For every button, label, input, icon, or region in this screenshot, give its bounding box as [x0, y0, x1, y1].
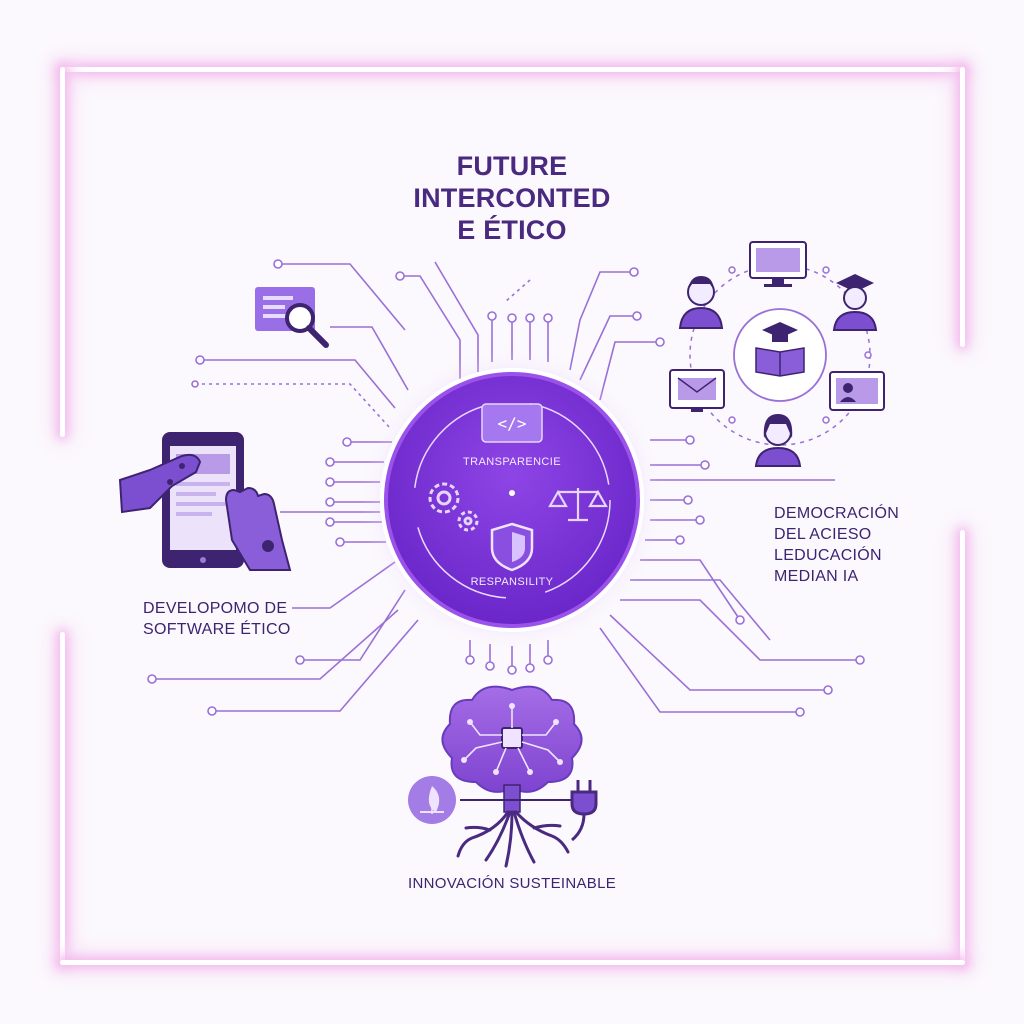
software-node-label: DEVELOPOMO DE SOFTWARE ÉTICO	[143, 598, 291, 640]
title-line-1: FUTURE	[456, 151, 568, 181]
software-label-line-2: SOFTWARE ÉTICO	[143, 621, 291, 638]
frame-right-lower	[960, 530, 965, 965]
education-label-line-2: DEL ACIESO	[774, 526, 872, 543]
frame-left-upper	[60, 67, 65, 437]
hub-transparency-label: TRANSPARENCIE	[463, 456, 561, 468]
education-label-line-1: DEMOCRACIÓN	[774, 505, 900, 522]
circuit-dots	[147, 259, 865, 717]
student-female-icon	[754, 414, 802, 467]
hub-responsibility-label: RESPANSILITY	[470, 576, 554, 588]
frame-bottom	[60, 960, 965, 965]
education-label-line-3: LEDUCACIÓN	[774, 547, 882, 564]
central-hub: </>	[362, 350, 662, 650]
shield-icon	[490, 522, 534, 572]
title-line-2: INTERCONTED	[413, 183, 611, 213]
book-icon	[755, 322, 805, 377]
frame-left-lower	[60, 632, 65, 965]
gears-icon	[428, 482, 479, 532]
leaf-icon	[408, 776, 456, 824]
code-icon: </>	[481, 403, 543, 443]
email-icon	[669, 369, 725, 412]
scales-icon	[548, 488, 608, 522]
title-line-3: E ÉTICO	[457, 215, 567, 245]
education-node-label: DEMOCRACIÓN DEL ACIESO LEDUCACIÓN MEDIAN…	[774, 503, 899, 587]
innovation-node-label: INNOVACIÓN SUSTEINABLE	[408, 875, 617, 892]
frame-right-upper	[960, 67, 965, 347]
software-label-line-1: DEVELOPOMO DE	[143, 600, 288, 617]
education-network	[669, 241, 885, 467]
frame-top	[60, 67, 965, 72]
circuit-tree-icon	[441, 685, 583, 868]
education-label-line-4: MEDIAN IA	[774, 568, 859, 585]
student-icon	[678, 276, 724, 329]
svg-text:</>: </>	[498, 414, 527, 433]
page-title: FUTURE INTERCONTED E ÉTICO	[372, 150, 652, 246]
tablet-robot-hand-icon	[118, 432, 292, 571]
tablet-user-icon	[829, 371, 885, 411]
document-search-icon	[255, 287, 329, 348]
graduate-icon	[832, 274, 878, 331]
monitor-book-icon	[749, 241, 807, 287]
plug-icon	[570, 780, 598, 842]
